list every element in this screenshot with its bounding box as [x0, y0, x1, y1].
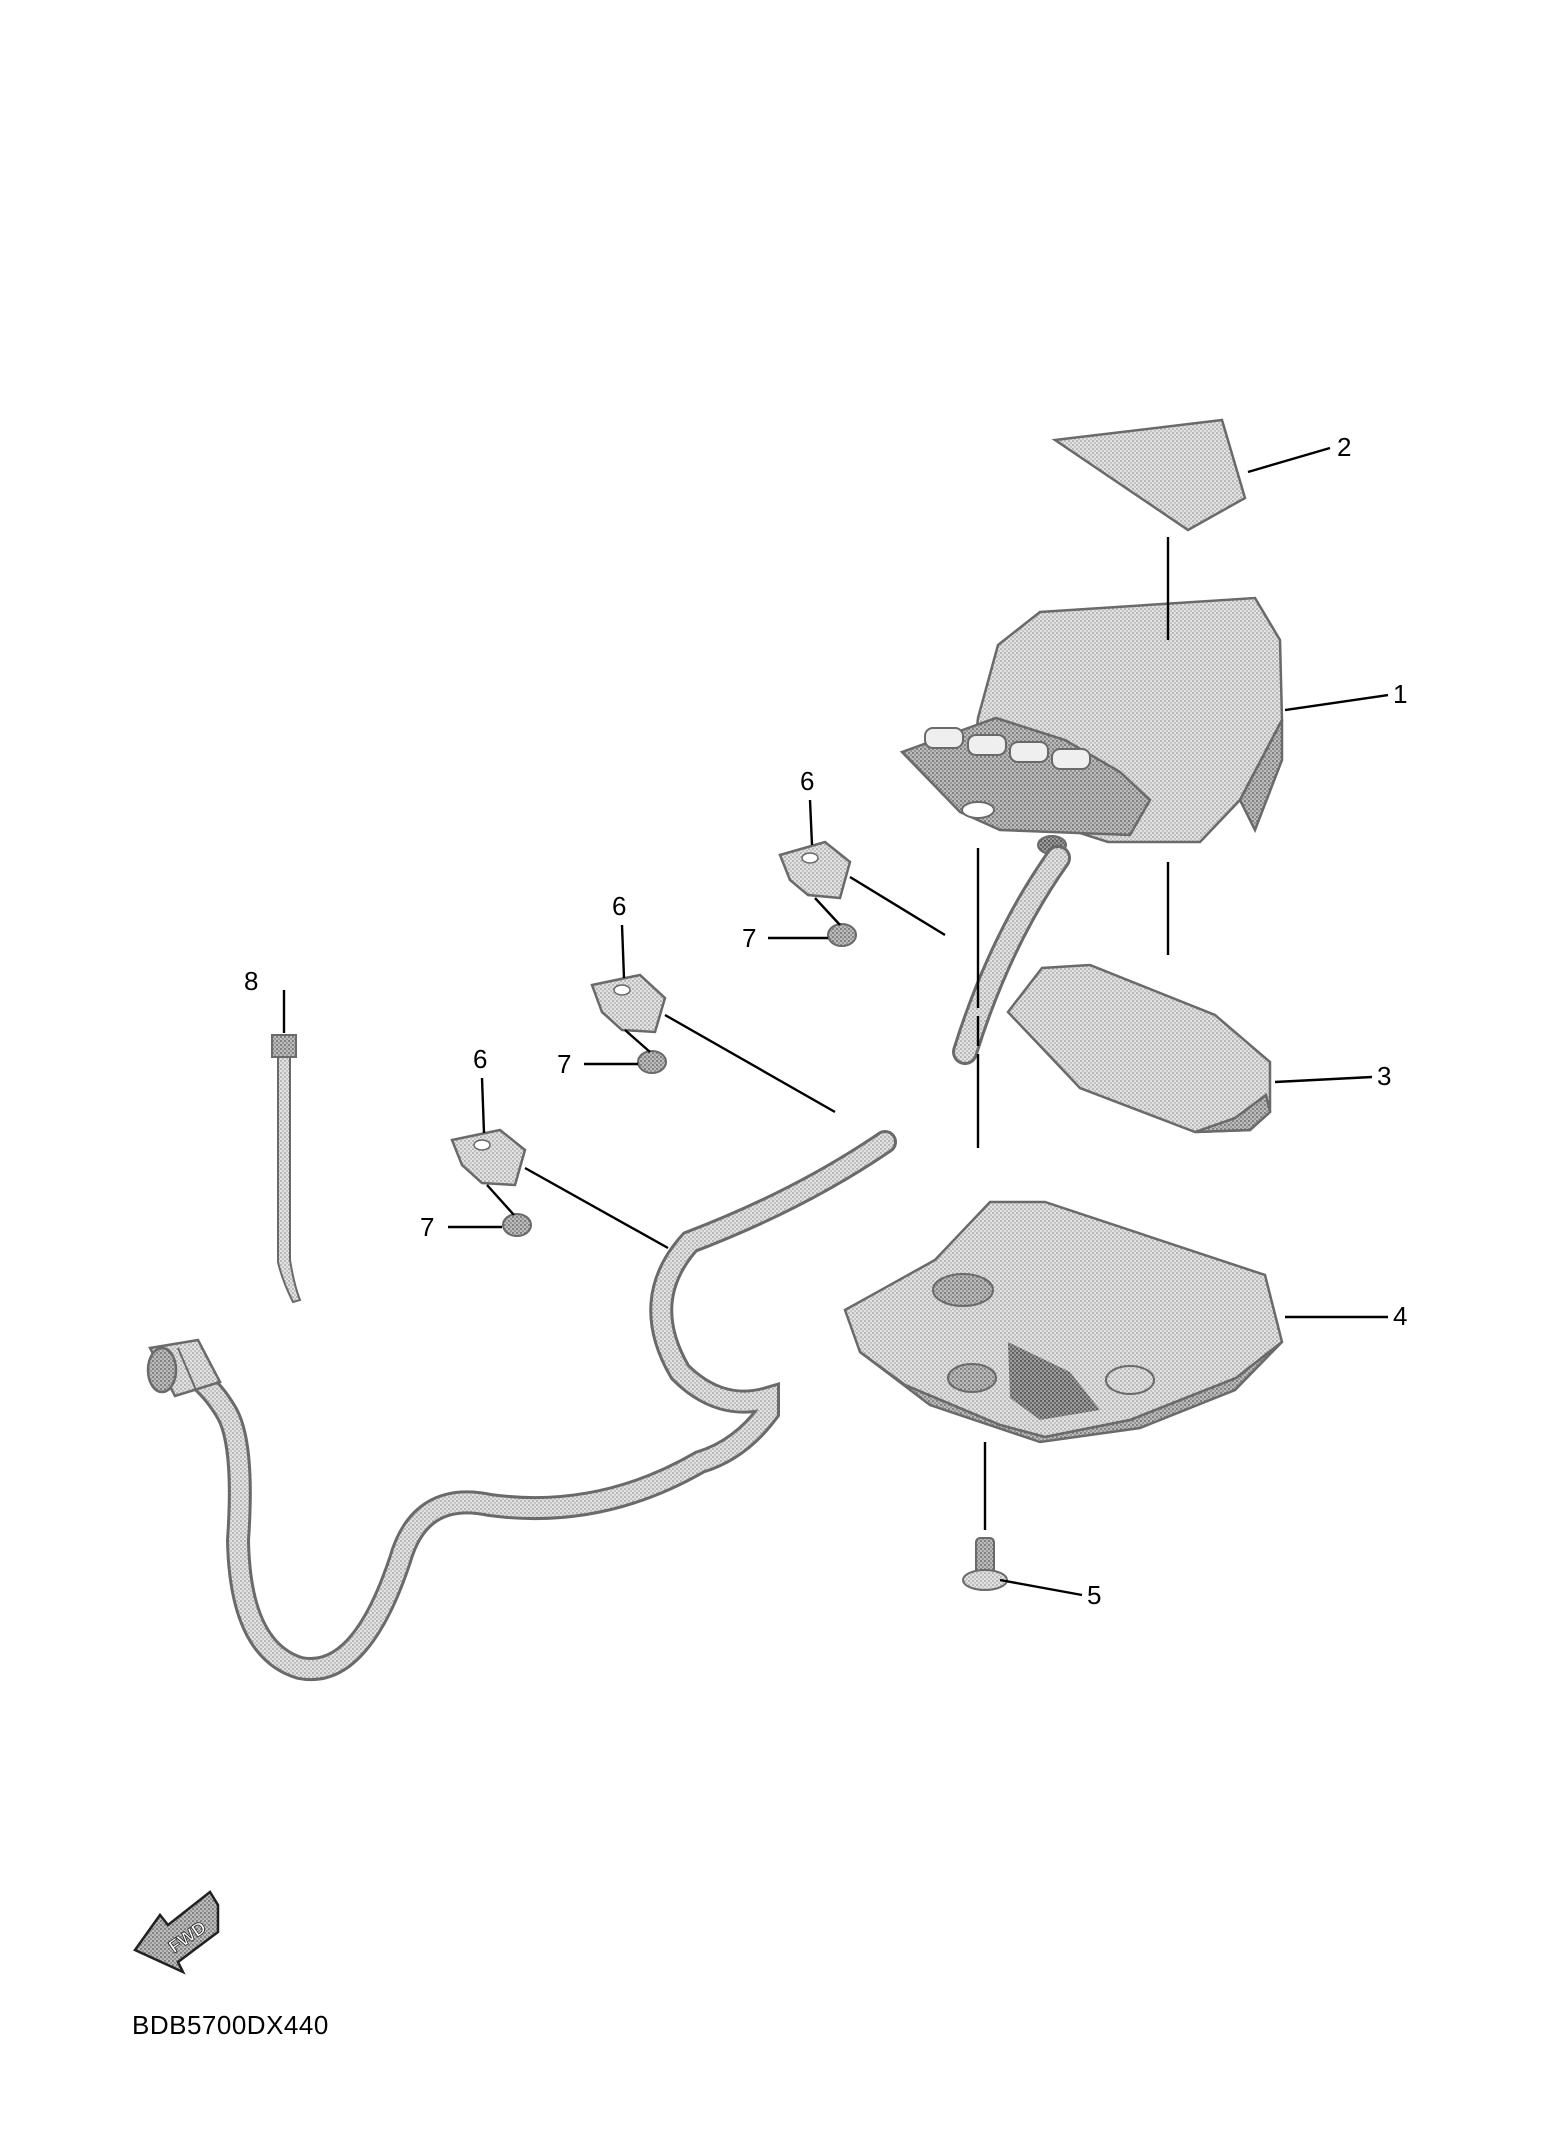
part-7-fastener-b — [637, 1050, 667, 1074]
callout-7-b: 7 — [557, 1049, 571, 1079]
part-6-clamp-c — [450, 1128, 527, 1187]
callout-8: 8 — [244, 966, 258, 996]
part-6-clamp-b — [590, 973, 667, 1034]
diagram-code: BDB5700DX440 — [132, 2010, 329, 2040]
part-4-base — [843, 1200, 1284, 1444]
callout-6-b: 6 — [612, 891, 626, 921]
part-3-lens — [1006, 963, 1272, 1134]
forward-direction-arrow: FWD — [133, 1890, 220, 1975]
callout-3: 3 — [1377, 1061, 1391, 1091]
part-1-housing — [899, 596, 1284, 855]
callout-7-a: 7 — [742, 923, 756, 953]
part-7-fastener-a — [827, 923, 857, 947]
part-5-screw — [962, 1537, 1008, 1591]
callout-6-c: 6 — [473, 1044, 487, 1074]
callout-7-c: 7 — [420, 1212, 434, 1242]
callout-5: 5 — [1087, 1580, 1101, 1610]
callout-4: 4 — [1393, 1301, 1407, 1331]
part-2-pad — [1051, 418, 1247, 532]
part-6-clamp-a — [778, 840, 852, 900]
wire-connector — [146, 1338, 222, 1398]
callout-labels: 2 1 3 4 5 6 6 6 7 7 7 8 — [244, 432, 1407, 1610]
housing-hinge — [924, 727, 1091, 770]
part-7-fastener-c — [502, 1213, 532, 1237]
callout-2: 2 — [1337, 432, 1351, 462]
part-8-cable-tie — [271, 1034, 302, 1304]
leader-lines — [282, 446, 1389, 1597]
wire-harness — [146, 845, 1071, 1682]
callout-6-a: 6 — [800, 766, 814, 796]
callout-1: 1 — [1393, 679, 1407, 709]
